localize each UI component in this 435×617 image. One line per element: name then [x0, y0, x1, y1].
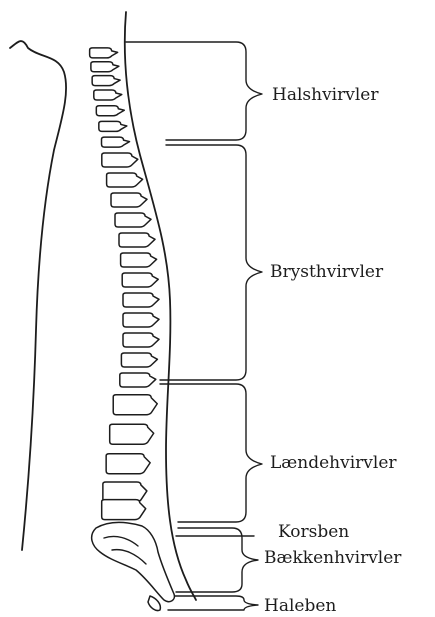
thoracic-vertebra — [121, 253, 157, 267]
label-coccyx: Haleben — [264, 598, 336, 615]
thoracic-vertebra — [119, 233, 155, 247]
thoracic-vertebra — [123, 293, 159, 307]
lumbar-vertebra — [102, 500, 146, 520]
label-lumbar: Lændehvirvler — [270, 455, 397, 472]
thoracic-vertebra — [107, 173, 143, 187]
cervical-vertebra — [96, 106, 124, 116]
bracket-pelvic — [176, 528, 258, 592]
thoracic-vertebra — [123, 313, 159, 327]
lumbar-vertebra — [106, 454, 150, 474]
cervical-vertebra — [91, 62, 119, 72]
thoracic-vertebra — [121, 353, 157, 367]
coccyx-shape — [148, 596, 160, 611]
label-pelvic: Bækkenhvirvler — [264, 550, 401, 567]
label-thoracic: Brysthvirvler — [270, 264, 383, 281]
bracket-cervical — [126, 42, 262, 140]
thoracic-vertebra — [122, 273, 158, 287]
thoracic-vertebra — [123, 333, 159, 347]
sacrum-shape — [92, 523, 175, 602]
cervical-vertebra — [99, 121, 127, 131]
thoracic-vertebra — [115, 213, 151, 227]
thoracic-vertebra — [111, 193, 147, 207]
cervical-vertebra — [102, 137, 130, 147]
cervical-vertebra — [90, 48, 118, 58]
bracket-thoracic — [160, 145, 262, 380]
thoracic-vertebra — [102, 153, 138, 167]
back-outline — [10, 41, 66, 550]
cervical-vertebra — [94, 90, 122, 100]
cervical-vertebra — [92, 76, 120, 86]
label-sacrum: Korsben — [278, 524, 349, 541]
bracket-coccyx — [168, 596, 258, 610]
vertebral-column — [90, 48, 159, 520]
label-cervical: Halshvirvler — [272, 87, 378, 104]
lumbar-vertebra — [113, 395, 157, 415]
thoracic-vertebra — [120, 373, 156, 387]
lumbar-vertebra — [110, 424, 154, 444]
bracket-lumbar — [160, 384, 262, 522]
